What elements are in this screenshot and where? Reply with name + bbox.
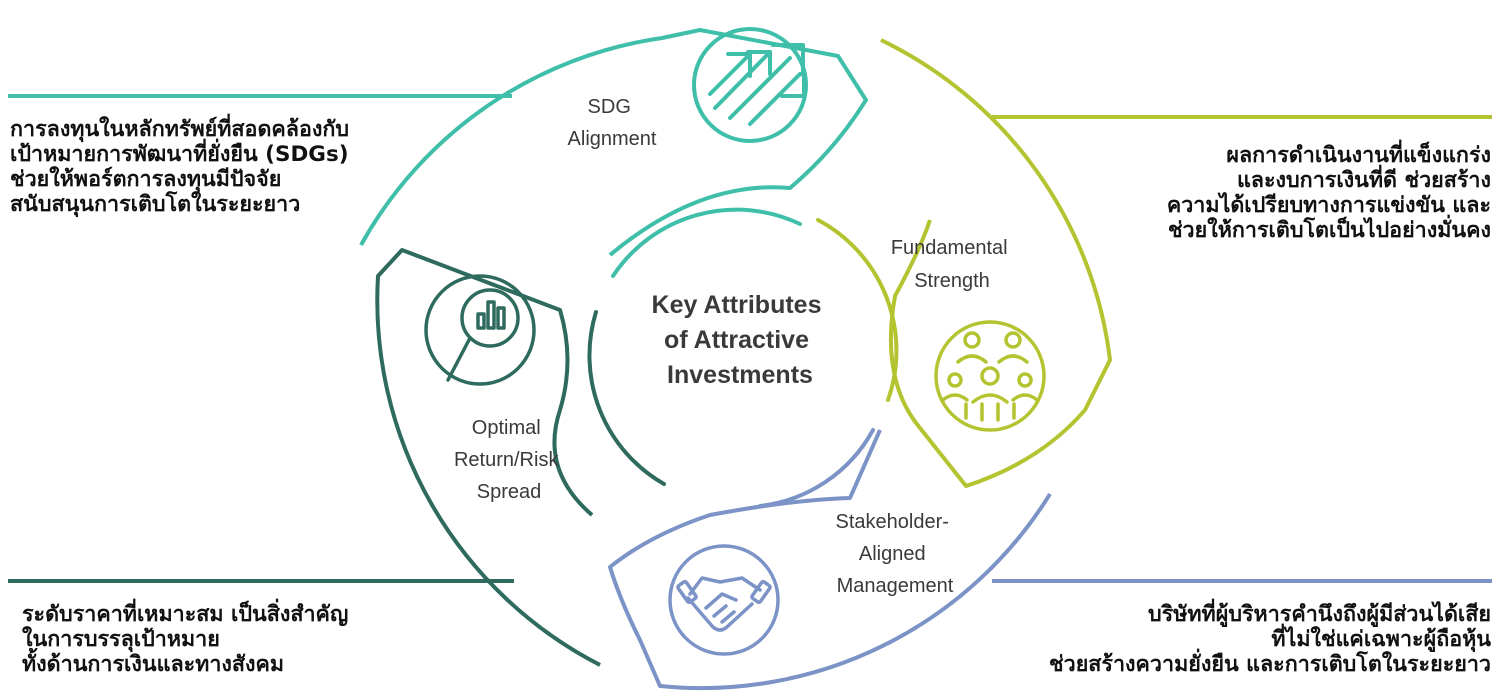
optimal-description-line: ในการบรรลุเป้าหมาย xyxy=(22,627,220,652)
optimal-label-line-2: Return/Risk xyxy=(454,449,559,471)
team-icon xyxy=(934,320,1046,432)
fundamental-label-line-2: Strength xyxy=(914,270,990,292)
rising-arrows-icon xyxy=(692,27,808,143)
inner-arc-fundamental xyxy=(816,218,899,402)
stakeholder-label-line-3: Management xyxy=(837,575,954,597)
center-title: Key Attributes of Attractive Investments xyxy=(652,291,829,389)
sdg-label: SDG Alignment xyxy=(568,96,657,150)
sdg-description-line: สนับสนุนการเติบโตในระยะยาว xyxy=(10,192,301,217)
stakeholder-segment-outline xyxy=(608,429,1052,691)
fundamental-segment-outline xyxy=(880,38,1112,488)
magnifier-chart-icon xyxy=(424,274,536,386)
inner-arc-optimal xyxy=(587,310,666,486)
inner-arc-sdg xyxy=(611,207,802,278)
fundamental-description-line: ผลการดำเนินงานที่แข็งแกร่ง xyxy=(1226,143,1491,168)
fundamental-description: ผลการดำเนินงานที่แข็งแกร่ง และงบการเงินท… xyxy=(1167,143,1491,243)
sdg-label-line-1: SDG xyxy=(588,96,631,118)
optimal-description: ระดับราคาที่เหมาะสม เป็นสิ่งสำคัญ ในการบ… xyxy=(22,602,348,677)
fundamental-description-line: ความได้เปรียบทางการแข่งขัน และ xyxy=(1166,193,1491,218)
optimal-description-line: ทั้งด้านการเงินและทางสังคม xyxy=(22,652,285,677)
fundamental-label: Fundamental Strength xyxy=(891,237,1013,292)
sdg-label-line-2: Alignment xyxy=(568,128,657,150)
optimal-label: Optimal Return/Risk Spread xyxy=(454,417,564,503)
optimal-segment-outline xyxy=(375,248,601,667)
stakeholder-description-line: ที่ไม่ใช่แค่เฉพาะผู้ถือหุ้น xyxy=(1271,627,1491,652)
stakeholder-description: บริษัทที่ผู้บริหารคำนึงถึงผู้มีส่วนได้เส… xyxy=(1049,602,1491,677)
center-title-line-1: Key Attributes xyxy=(652,291,822,319)
fundamental-description-line: และงบการเงินที่ดี ช่วยสร้าง xyxy=(1236,168,1491,193)
handshake-icon xyxy=(668,544,780,656)
center-title-line-2: of Attractive xyxy=(664,326,809,354)
stakeholder-label-line-2: Aligned xyxy=(859,543,926,565)
stakeholder-label-line-1: Stakeholder- xyxy=(836,511,949,533)
optimal-label-line-1: Optimal xyxy=(472,417,541,439)
sdg-description: การลงทุนในหลักทรัพย์ที่สอดคล้องกับ เป้าห… xyxy=(10,117,349,217)
fundamental-label-line-1: Fundamental xyxy=(891,237,1008,259)
optimal-description-line: ระดับราคาที่เหมาะสม เป็นสิ่งสำคัญ xyxy=(22,602,349,627)
center-title-line-3: Investments xyxy=(667,361,813,389)
stakeholder-label: Stakeholder- Aligned Management xyxy=(836,511,955,597)
sdg-description-line: การลงทุนในหลักทรัพย์ที่สอดคล้องกับ xyxy=(10,117,350,142)
sdg-description-line: เป้าหมายการพัฒนาที่ยั่งยืน (SDGs) xyxy=(10,142,349,167)
sdg-segment-outline xyxy=(359,28,868,257)
fundamental-description-line: ช่วยให้การเติบโตเป็นไปอย่างมั่นคง xyxy=(1167,218,1491,243)
stakeholder-description-line: บริษัทที่ผู้บริหารคำนึงถึงผู้มีส่วนได้เส… xyxy=(1148,602,1491,627)
optimal-label-line-3: Spread xyxy=(477,481,542,503)
sdg-description-line: ช่วยให้พอร์ตการลงทุนมีปัจจัย xyxy=(10,167,282,192)
stakeholder-description-line: ช่วยสร้างความยั่งยืน และการเติบโตในระยะย… xyxy=(1049,652,1491,677)
inner-arc-stakeholder xyxy=(758,428,875,508)
